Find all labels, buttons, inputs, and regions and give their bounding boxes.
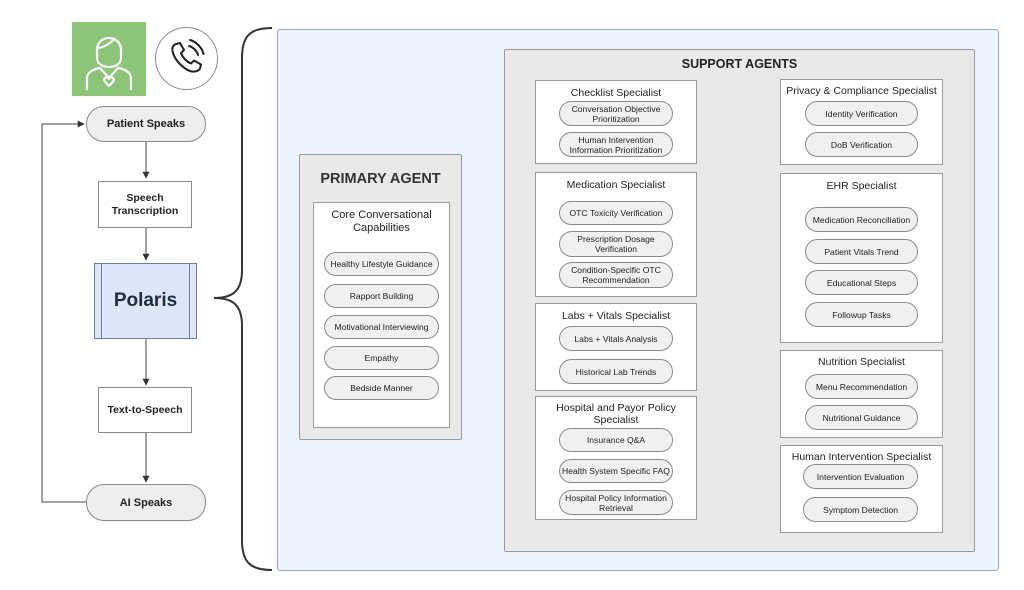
specialist-pill: Health System Specific FAQ (559, 459, 673, 483)
core-capabilities-title: Core Conversational Capabilities (331, 209, 432, 234)
nurse-icon (72, 22, 146, 96)
specialist-title: Checklist Specialist (570, 87, 662, 99)
hospital-payor-policy-specialist: Hospital and Payor Policy Specialist Ins… (535, 396, 697, 520)
human-intervention-specialist: Human Intervention Specialist Interventi… (780, 445, 943, 533)
specialist-title: Privacy & Compliance Specialist (786, 85, 937, 97)
specialist-title: Hospital and Payor Policy Specialist (556, 402, 676, 426)
medication-specialist: Medication Specialist OTC Toxicity Verif… (535, 172, 697, 297)
specialist-title: Human Intervention Specialist (791, 451, 932, 463)
specialist-pill: Conversation Objective Prioritization (559, 101, 673, 126)
nutrition-specialist: Nutrition Specialist Menu Recommendation… (780, 350, 943, 438)
text-to-speech-node: Text-to-Speech (98, 387, 192, 433)
polaris-node: Polaris (94, 263, 197, 339)
specialist-pill: Nutritional Guidance (805, 405, 918, 430)
specialist-pill: Human Intervention Information Prioritiz… (559, 132, 673, 157)
specialist-pill: Patient Vitals Trend (805, 239, 918, 264)
primary-agent-title: PRIMARY AGENT (320, 171, 441, 187)
patient-speaks-node: Patient Speaks (86, 106, 206, 142)
phone-call-icon (155, 27, 218, 90)
capability-pill: Empathy (324, 346, 439, 370)
support-agents-title: SUPPORT AGENTS (681, 57, 798, 71)
specialist-pill: Menu Recommendation (805, 374, 918, 399)
specialist-pill: Prescription Dosage Verification (559, 231, 673, 257)
specialist-pill: Symptom Detection (803, 497, 918, 522)
privacy-compliance-specialist: Privacy & Compliance Specialist Identity… (780, 79, 943, 165)
curly-brace (213, 27, 273, 571)
specialist-pill: Educational Steps (805, 270, 918, 295)
specialist-pill: Identity Verification (805, 101, 918, 126)
capability-pill: Motivational Interviewing (324, 315, 439, 339)
speech-transcription-node: Speech Transcription (98, 181, 192, 228)
specialist-title: Medication Specialist (566, 179, 666, 191)
specialist-pill: DoB Verification (805, 132, 918, 157)
specialist-pill: Hospital Policy Information Retrieval (559, 490, 673, 515)
specialist-title: Nutrition Specialist (818, 356, 905, 368)
feedback-loop (41, 120, 86, 503)
ehr-specialist: EHR Specialist Medication Reconciliation… (780, 173, 943, 343)
core-capabilities-box: Core Conversational Capabilities Healthy… (313, 202, 450, 428)
specialist-title: EHR Specialist (826, 180, 897, 192)
capability-pill: Bedside Manner (324, 376, 439, 400)
capability-pill: Rapport Building (324, 284, 439, 308)
specialist-pill: Medication Reconciliation (805, 207, 918, 232)
specialist-pill: Condition-Specific OTC Recommendation (559, 262, 673, 288)
specialist-pill: Insurance Q&A (559, 428, 673, 452)
labs-vitals-specialist: Labs + Vitals Specialist Labs + Vitals A… (535, 303, 697, 391)
ai-speaks-node: AI Speaks (86, 484, 206, 521)
polaris-label: Polaris (113, 290, 178, 311)
specialist-pill: OTC Toxicity Verification (559, 201, 673, 225)
specialist-pill: Followup Tasks (805, 302, 918, 327)
specialist-pill: Historical Lab Trends (559, 359, 673, 384)
capability-pill: Healthy Lifestyle Guidance (324, 252, 439, 276)
specialist-pill: Intervention Evaluation (803, 464, 918, 489)
primary-agent-box: PRIMARY AGENT Core Conversational Capabi… (299, 154, 462, 440)
specialist-title: Labs + Vitals Specialist (561, 310, 671, 322)
specialist-pill: Labs + Vitals Analysis (559, 326, 673, 351)
checklist-specialist: Checklist Specialist Conversation Object… (535, 80, 697, 164)
